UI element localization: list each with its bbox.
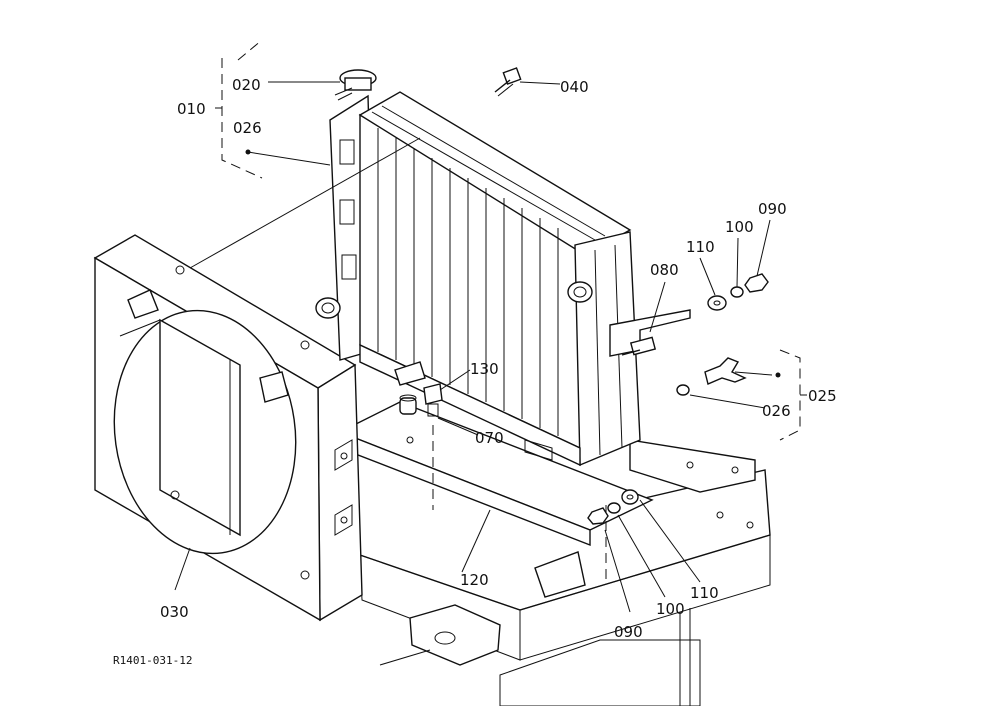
nut-090-upper	[744, 273, 769, 293]
washer-100-lower	[607, 502, 621, 514]
drain-cock-025	[676, 357, 747, 396]
washer-110-lower	[621, 489, 639, 505]
label-100-lower: 100	[656, 600, 685, 618]
bolt-040	[494, 67, 522, 97]
mounting-plate-120	[338, 401, 654, 598]
label-110-upper: 110	[686, 238, 715, 256]
drawing-reference: R1401-031-12	[113, 654, 192, 667]
label-025: 025	[808, 387, 837, 405]
label-110-lower: 110	[690, 584, 719, 602]
grommet-130	[399, 394, 417, 415]
nut-090-lower	[587, 507, 609, 525]
radiator-cap-020	[334, 69, 377, 101]
label-026-upper: 026	[233, 119, 262, 137]
label-090-lower: 090	[614, 623, 643, 641]
radiator-core	[315, 91, 641, 467]
label-040: 040	[560, 78, 589, 96]
label-100-upper: 100	[725, 218, 754, 236]
washer-100-upper	[730, 286, 744, 298]
fan-shroud-030	[93, 234, 363, 622]
label-030: 030	[160, 603, 189, 621]
label-120: 120	[460, 571, 489, 589]
label-130: 130	[470, 360, 499, 378]
stay-bracket-080	[609, 309, 691, 357]
drain-plug-070	[423, 383, 443, 417]
label-010: 010	[177, 100, 206, 118]
label-026-lower: 026	[762, 402, 791, 420]
label-020: 020	[232, 76, 261, 94]
leader-lines	[174, 81, 781, 613]
label-090-upper: 090	[758, 200, 787, 218]
label-070: 070	[475, 429, 504, 447]
group-bracket-010	[215, 39, 263, 179]
washer-110-upper	[707, 295, 727, 311]
group-bracket-025	[779, 349, 807, 441]
label-080: 080	[650, 261, 679, 279]
